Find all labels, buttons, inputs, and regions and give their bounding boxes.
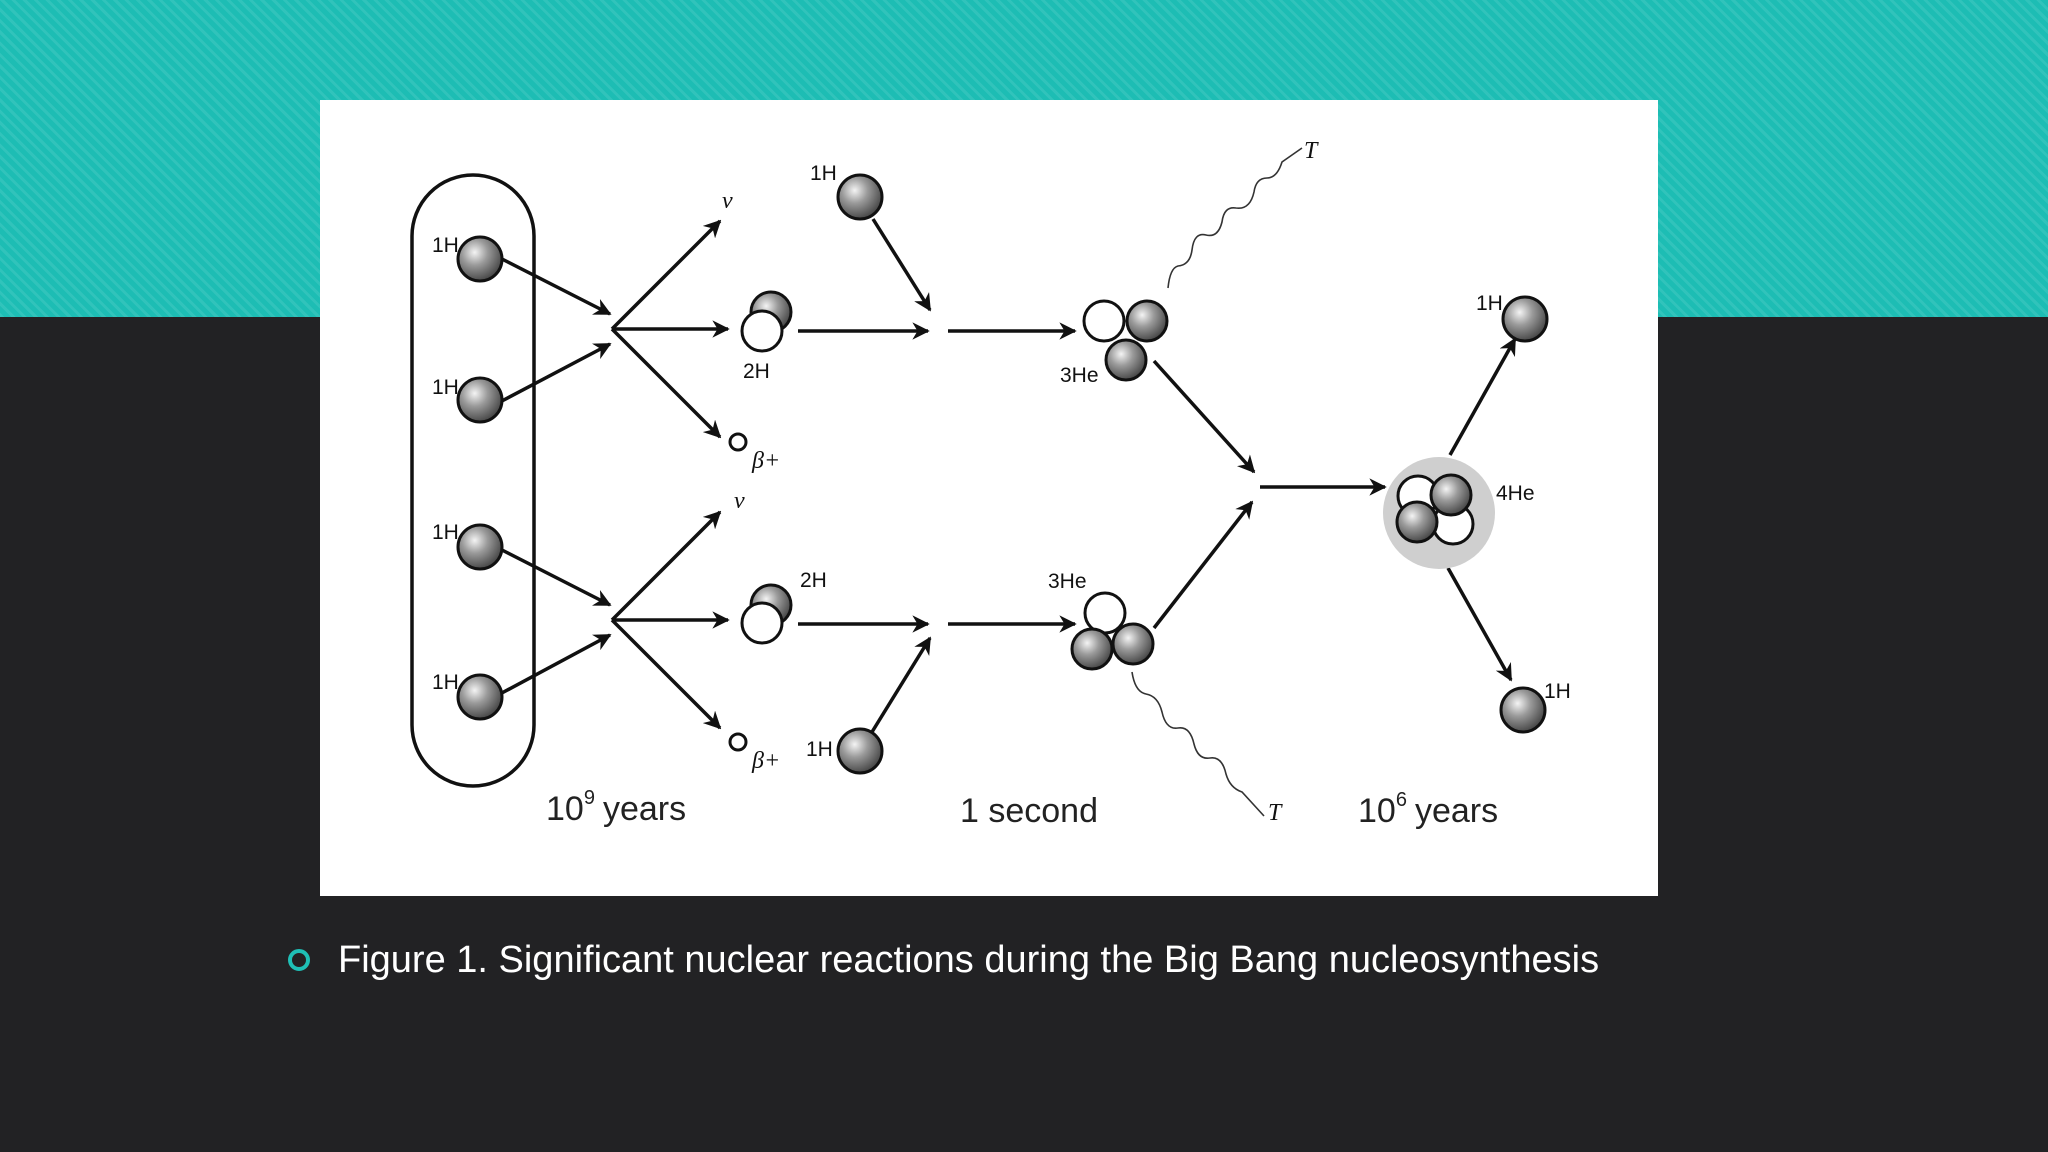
positron-label: β+ [751,448,780,474]
arrow [499,256,612,316]
proton-sphere [456,673,504,721]
nucleosynthesis-figure: 1H 1H 1H 1H 1H 1H 1H 1H 2H 2H 3He 3He 4H… [320,100,1658,896]
timescale-2: 1 second [960,792,1098,830]
arrow [1152,500,1254,630]
proton-container [410,173,536,788]
deuterium-nucleus-bottom [740,583,793,645]
gamma-ray-bottom [1131,671,1265,817]
deuterium-label: 2H [800,569,827,592]
arrow [1448,337,1517,456]
arrow [1152,359,1256,474]
gamma-label: T [1268,800,1283,826]
arrow [610,618,722,730]
helium3-nucleus-bottom [1070,591,1155,671]
helium3-nucleus-top [1082,299,1169,382]
gamma-ray-top [1167,147,1303,289]
proton-sphere [456,523,504,571]
arrow [610,327,722,439]
arrow [870,636,932,733]
proton-label: 1H [432,234,459,257]
figure-caption: Figure 1. Significant nuclear reactions … [288,938,1599,982]
proton-sphere [1499,686,1547,734]
proton-sphere [456,376,504,424]
reaction-diagram: 1H 1H 1H 1H 1H 1H 1H 1H 2H 2H 3He 3He 4H… [410,138,1571,830]
arrow [871,218,932,312]
arrow [499,633,612,696]
deuterium-nucleus-top [740,290,793,353]
positron [728,432,748,452]
proton-sphere [836,173,884,221]
helium4-nucleus [1383,457,1495,569]
proton-sphere [1501,295,1549,343]
caption-text: Figure 1. Significant nuclear reactions … [338,938,1600,981]
bullet-ring-icon [288,949,310,971]
proton-label: 1H [806,738,833,761]
proton-sphere [836,727,884,775]
arrow [610,510,722,622]
deuterium-label: 2H [743,360,770,383]
arrow [1446,567,1513,682]
positron [728,732,748,752]
proton-label: 1H [1544,680,1571,703]
helium4-label: 4He [1496,482,1535,505]
proton-label: 1H [432,671,459,694]
gamma-label: T [1304,138,1319,164]
neutrino-label: v [734,488,745,514]
helium3-label: 3He [1060,364,1099,387]
helium3-label: 3He [1048,570,1087,593]
proton-label: 1H [810,162,837,185]
proton-label: 1H [432,521,459,544]
neutrino-label: v [722,188,733,214]
proton-label: 1H [432,376,459,399]
proton-label: 1H [1476,292,1503,315]
proton-sphere [456,235,504,283]
arrow [499,547,612,607]
arrow [499,342,612,404]
arrow [610,219,722,331]
positron-label: β+ [751,748,780,774]
